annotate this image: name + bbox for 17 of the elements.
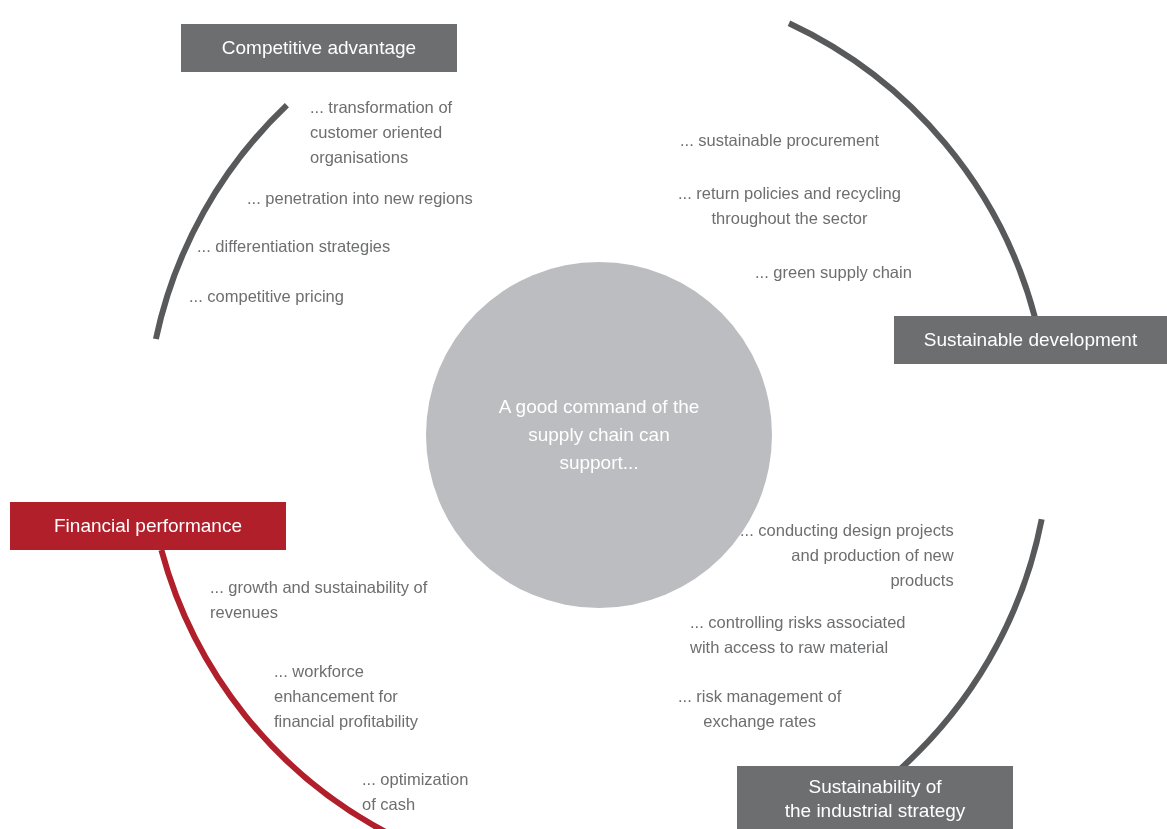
- heading-box: Sustainability of the industrial strategy: [737, 766, 1013, 829]
- caption-text: ... risk management of exchange rates: [678, 686, 842, 732]
- heading-box: Financial performance: [10, 502, 286, 550]
- heading-box: Sustainable development: [894, 316, 1167, 364]
- caption-text: ... differentiation strategies: [197, 236, 391, 257]
- caption-text: ... workforce enhancement for financial profitability: [274, 661, 418, 732]
- caption-text: ... competitive pricing: [189, 286, 344, 307]
- caption-text: ... transformation of customer oriented organisations: [310, 97, 453, 168]
- caption-text: ... return policies and recycling throughout the sector: [678, 183, 901, 229]
- caption-text: ... controlling risks associated with access to raw material: [690, 612, 906, 658]
- caption-text: ... green supply chain: [755, 262, 912, 283]
- caption-text: ... optimization of cash: [362, 769, 469, 815]
- caption-text: ... growth and sustainability of revenues: [210, 577, 428, 623]
- caption-text: ... penetration into new regions: [247, 188, 473, 209]
- caption-text: ... conducting design projects and production of new products: [740, 520, 954, 591]
- caption-text: ... sustainable procurement: [680, 130, 880, 151]
- heading-box: Competitive advantage: [181, 24, 457, 72]
